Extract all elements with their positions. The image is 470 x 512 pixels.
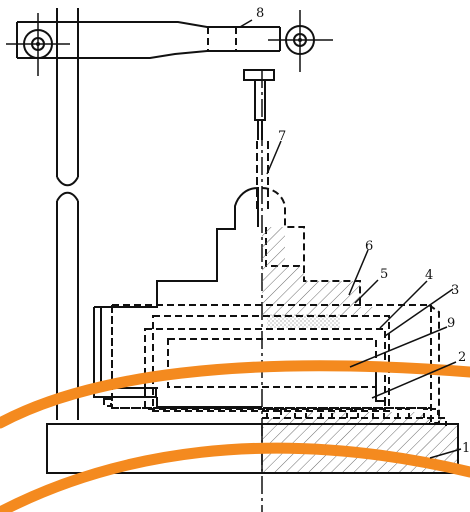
callout-4: 4 [425, 268, 433, 283]
callout-labels: 8 7 6 5 4 3 9 2 1 [256, 6, 470, 456]
callout-leaders [239, 19, 462, 459]
callout-7: 7 [278, 129, 286, 144]
callout-6: 6 [365, 239, 373, 254]
callout-5: 5 [380, 267, 388, 282]
callout-3: 3 [451, 283, 459, 298]
top-beam [6, 8, 333, 420]
callout-2: 2 [458, 350, 466, 365]
callout-9: 9 [447, 316, 455, 331]
right-hatched-section [262, 227, 458, 473]
callout-1: 1 [462, 441, 470, 456]
base-block [46, 370, 459, 474]
callout-8: 8 [256, 6, 264, 21]
orange-arc-overlay [0, 360, 470, 512]
